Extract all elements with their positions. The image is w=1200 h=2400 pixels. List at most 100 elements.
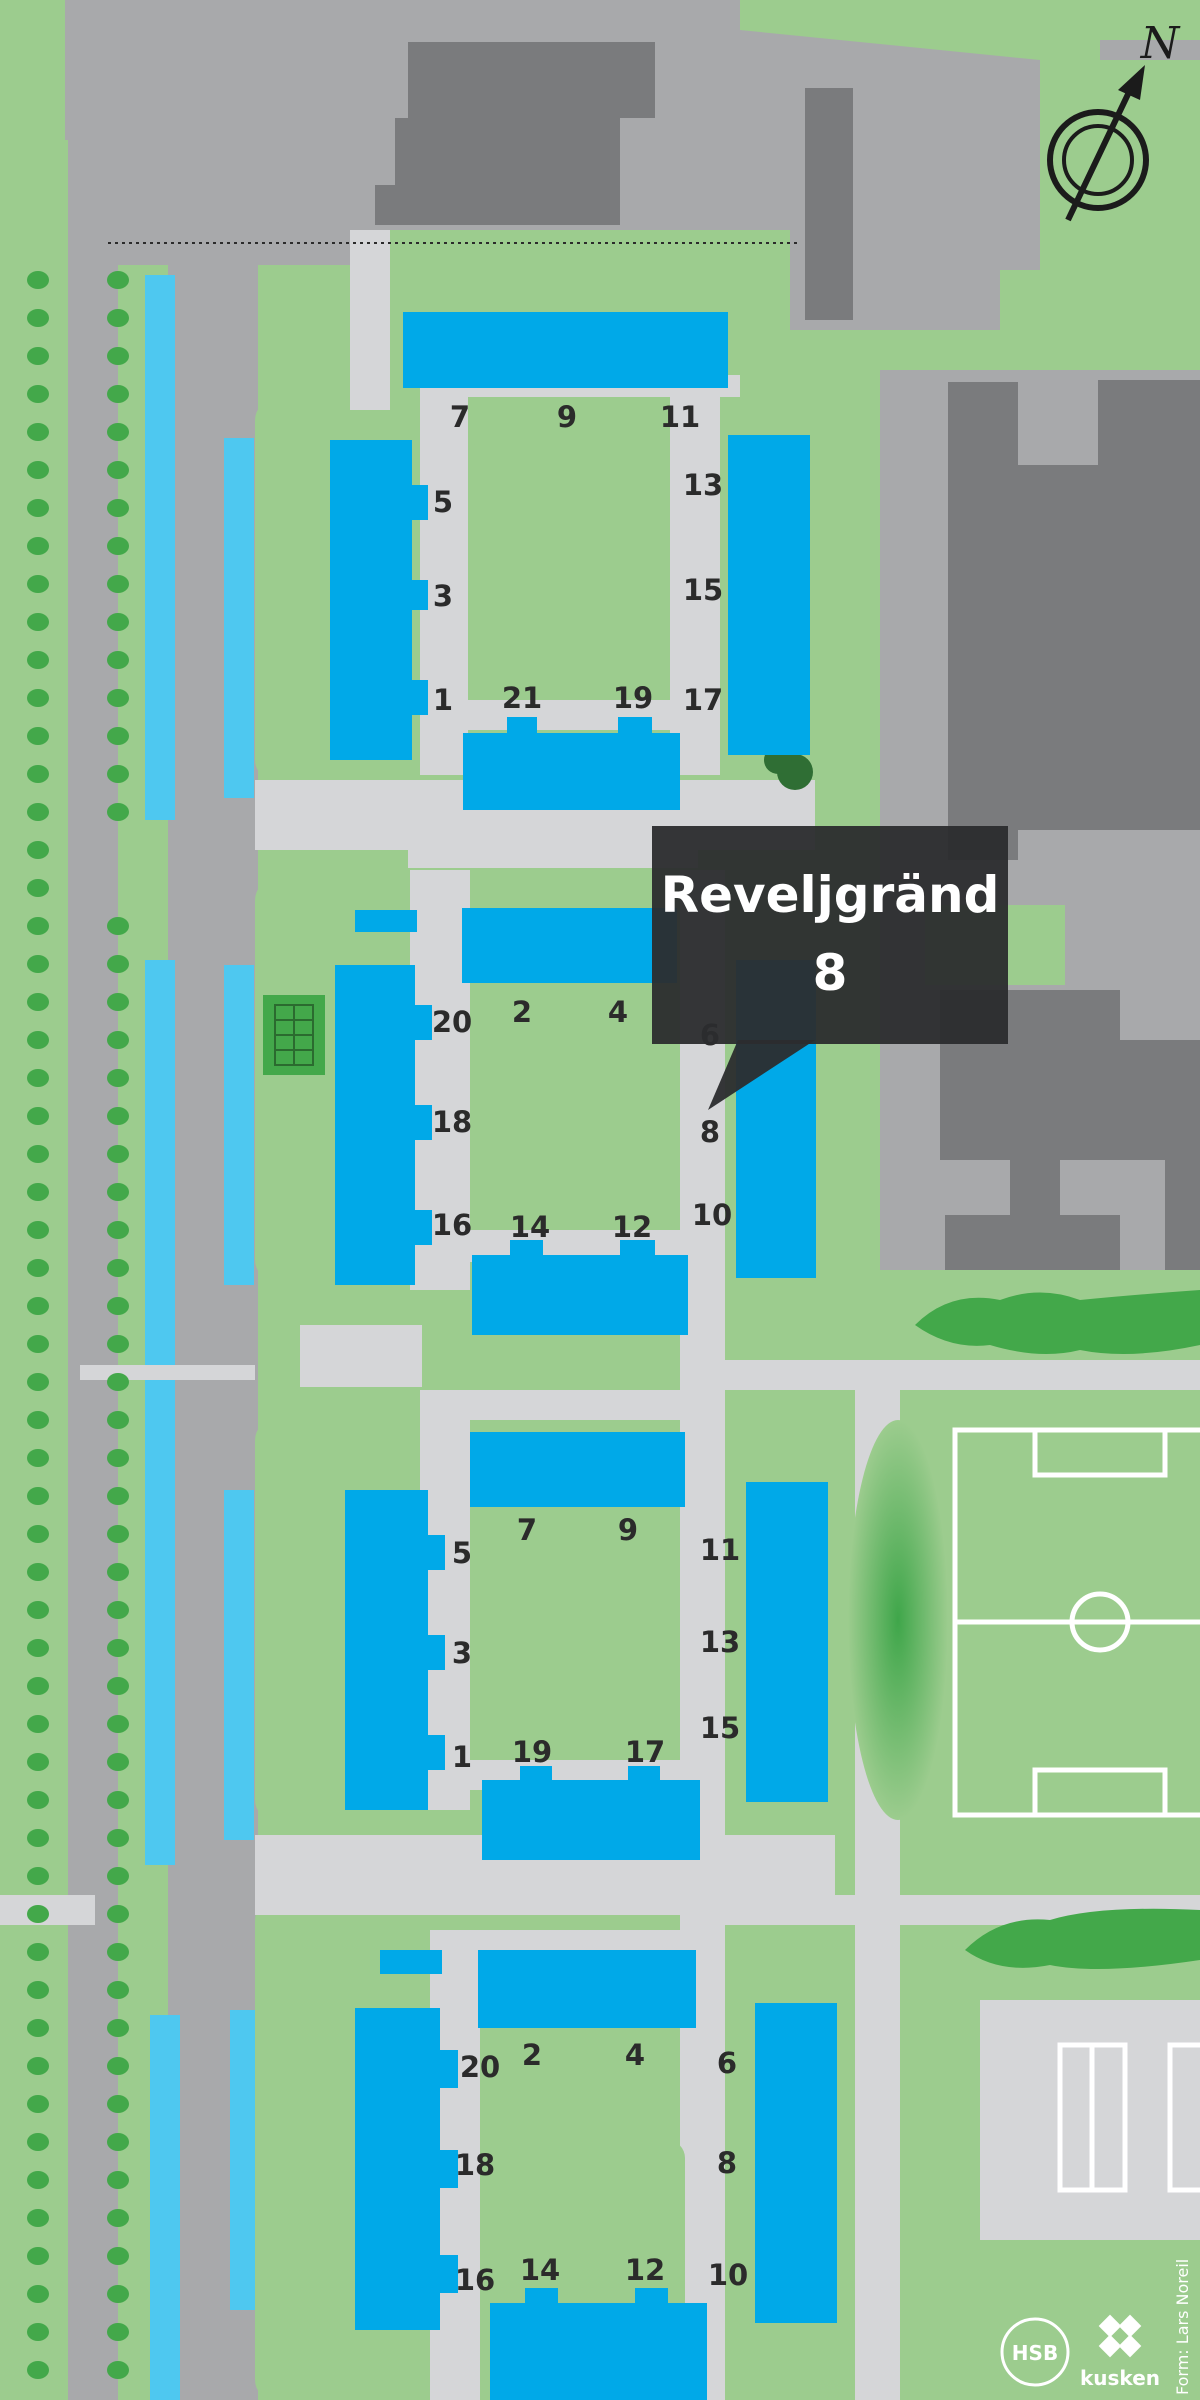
carport xyxy=(145,275,175,820)
tree xyxy=(107,1031,129,1049)
tree xyxy=(27,309,49,327)
tree xyxy=(107,271,129,289)
tree xyxy=(107,2095,129,2113)
tree xyxy=(107,2323,129,2341)
tree xyxy=(27,2209,49,2227)
tree xyxy=(27,1943,49,1961)
tree xyxy=(27,1183,49,1201)
tree xyxy=(27,271,49,289)
tree xyxy=(107,1107,129,1125)
tree xyxy=(27,1753,49,1771)
football-field xyxy=(952,1427,1200,1818)
parking-lot xyxy=(300,1325,422,1387)
callout-pointer xyxy=(708,1040,815,1110)
tree xyxy=(107,1221,129,1239)
tree xyxy=(27,1221,49,1239)
house-number: 6 xyxy=(717,2046,737,2080)
tree xyxy=(27,765,49,783)
building-dark-tower xyxy=(805,88,853,320)
house-number: 13 xyxy=(700,1625,740,1659)
tree xyxy=(27,689,49,707)
house-number: 19 xyxy=(512,1735,552,1769)
house-number: 15 xyxy=(700,1711,740,1745)
tree xyxy=(27,1981,49,1999)
tree xyxy=(27,347,49,365)
house-number: 2 xyxy=(512,995,532,1029)
tree xyxy=(107,1905,129,1923)
tennis-court-lines xyxy=(274,1004,314,1066)
tree xyxy=(107,575,129,593)
building-dark-east-3 xyxy=(940,990,1200,1270)
tree xyxy=(27,1715,49,1733)
house-number: 18 xyxy=(455,2148,495,2182)
tree xyxy=(27,1259,49,1277)
tree xyxy=(27,2361,49,2379)
tree xyxy=(107,803,129,821)
tree xyxy=(27,2247,49,2265)
sports-courts xyxy=(1057,2042,1200,2193)
house-number: 12 xyxy=(612,1210,652,1244)
tree xyxy=(27,613,49,631)
house-number: 7 xyxy=(450,400,470,434)
tree xyxy=(27,1487,49,1505)
house-number: 3 xyxy=(433,579,453,613)
house-number: 14 xyxy=(520,2253,560,2287)
house-number: 20 xyxy=(432,1005,472,1039)
house-number: 10 xyxy=(708,2258,748,2292)
carport xyxy=(145,1380,175,1865)
house-number: 9 xyxy=(557,400,577,434)
tree xyxy=(27,1791,49,1809)
tree xyxy=(107,1373,129,1391)
tree xyxy=(27,1107,49,1125)
house-number: 17 xyxy=(625,1735,665,1769)
building-dark-north xyxy=(375,42,655,225)
house-number: 15 xyxy=(683,573,723,607)
grass-mound xyxy=(848,1420,948,1820)
callout-street: Reveljgränd xyxy=(661,866,1000,924)
tree xyxy=(27,1297,49,1315)
tree xyxy=(27,461,49,479)
map-credit: Form: Lars Noreil xyxy=(1173,2259,1192,2395)
house-number: 10 xyxy=(692,1198,732,1232)
house-number: 5 xyxy=(452,1536,472,1570)
tree xyxy=(27,2019,49,2037)
house-number: 19 xyxy=(613,681,653,715)
tree xyxy=(107,309,129,327)
tree xyxy=(27,1373,49,1391)
tree xyxy=(107,423,129,441)
house-number: 1 xyxy=(452,1740,472,1774)
kusken-logo: kusken xyxy=(1080,2314,1160,2390)
tree xyxy=(107,2247,129,2265)
inner-lawns xyxy=(468,440,685,2330)
tree xyxy=(107,1715,129,1733)
tree xyxy=(107,2019,129,2037)
tree xyxy=(27,575,49,593)
tree xyxy=(107,537,129,555)
tree xyxy=(27,2285,49,2303)
house-number: 14 xyxy=(510,1210,550,1244)
house-number: 3 xyxy=(452,1636,472,1670)
tree xyxy=(27,841,49,859)
house-number: 20 xyxy=(460,2050,500,2084)
tree xyxy=(107,1943,129,1961)
tree xyxy=(107,1867,129,1885)
house-number: 17 xyxy=(683,683,723,717)
tree xyxy=(27,2323,49,2341)
tree xyxy=(27,2057,49,2075)
tree xyxy=(107,1753,129,1771)
tree xyxy=(107,461,129,479)
tree xyxy=(27,917,49,935)
tree-column-west xyxy=(27,271,129,2379)
tree xyxy=(107,1601,129,1619)
tree xyxy=(27,1411,49,1429)
tree xyxy=(27,1525,49,1543)
house-number: 2 xyxy=(522,2038,542,2072)
tree xyxy=(27,1145,49,1163)
tree xyxy=(27,955,49,973)
tree xyxy=(107,2361,129,2379)
house-number: 12 xyxy=(625,2253,665,2287)
tree xyxy=(107,1677,129,1695)
carport xyxy=(150,2015,180,2400)
tree xyxy=(27,385,49,403)
